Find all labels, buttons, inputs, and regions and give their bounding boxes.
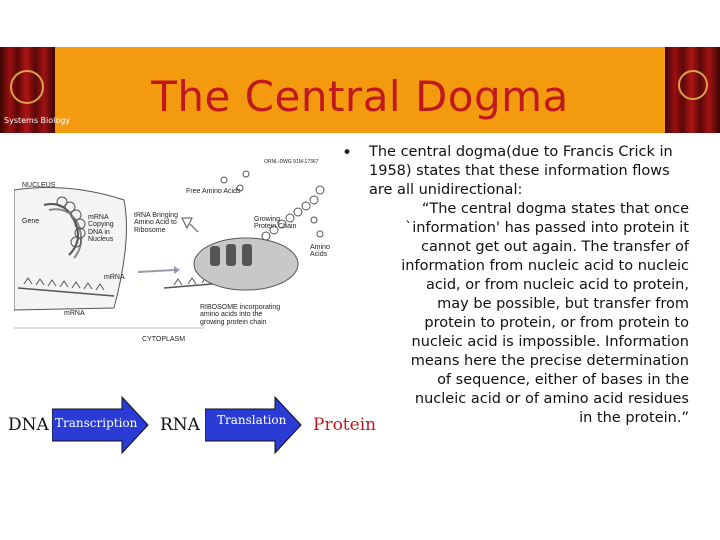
logo-text: Systems Biology xyxy=(4,116,71,125)
label-trna: tRNA Bringing Amino Acid to Ribosome xyxy=(134,212,178,234)
label-mrna-copying: mRNA Copying DNA in Nucleus xyxy=(88,214,114,244)
transcription-arrow xyxy=(52,395,149,455)
flow-rna: RNA xyxy=(160,415,200,435)
translation-label: Translation xyxy=(217,413,287,427)
logo-icon xyxy=(10,70,44,104)
figure-copyright: ORNL-DWG 91M-17367 xyxy=(264,159,319,165)
intro-paragraph: The central dogma(due to Francis Crick i… xyxy=(369,144,673,198)
translation-arrow xyxy=(205,395,302,455)
definition-text: The central dogma(due to Francis Crick i… xyxy=(369,143,689,428)
cell-diagram xyxy=(13,170,325,329)
transcription-label: Transcription xyxy=(55,416,138,430)
logo-icon-right xyxy=(678,70,708,100)
label-gene: Gene xyxy=(22,218,40,225)
label-mrna-lower: mRNA xyxy=(64,310,85,317)
mrna-strand xyxy=(17,287,115,297)
flow-dna: DNA xyxy=(8,415,49,435)
nucleus-shape xyxy=(13,187,127,311)
label-amino-acids: Amino Acids xyxy=(310,244,330,259)
label-free-amino-acids: Free Amino Acids xyxy=(186,188,241,195)
flow-protein: Protein xyxy=(313,415,377,435)
crick-quote: “The central dogma states that once `inf… xyxy=(401,201,689,426)
label-cytoplasm: CYTOPLASM xyxy=(142,336,186,343)
central-dogma-illustration: ORNL-DWG 91M-17367 NUCLEUS Gene mRNA Cop… xyxy=(13,159,336,350)
label-nucleus: NUCLEUS xyxy=(22,182,56,189)
slide-title: The Central Dogma xyxy=(151,72,569,121)
title-banner xyxy=(0,47,720,133)
label-growing-chain: Growing Protein Chain xyxy=(254,216,297,231)
central-dogma-flow: DNA Transcription RNA Translation Protei… xyxy=(0,395,380,455)
bullet-point: • xyxy=(342,143,353,163)
label-ribosome-note: RIBOSOME incorporating amino acids into … xyxy=(200,304,281,326)
label-mrna-nucleus: mRNA xyxy=(104,274,125,281)
